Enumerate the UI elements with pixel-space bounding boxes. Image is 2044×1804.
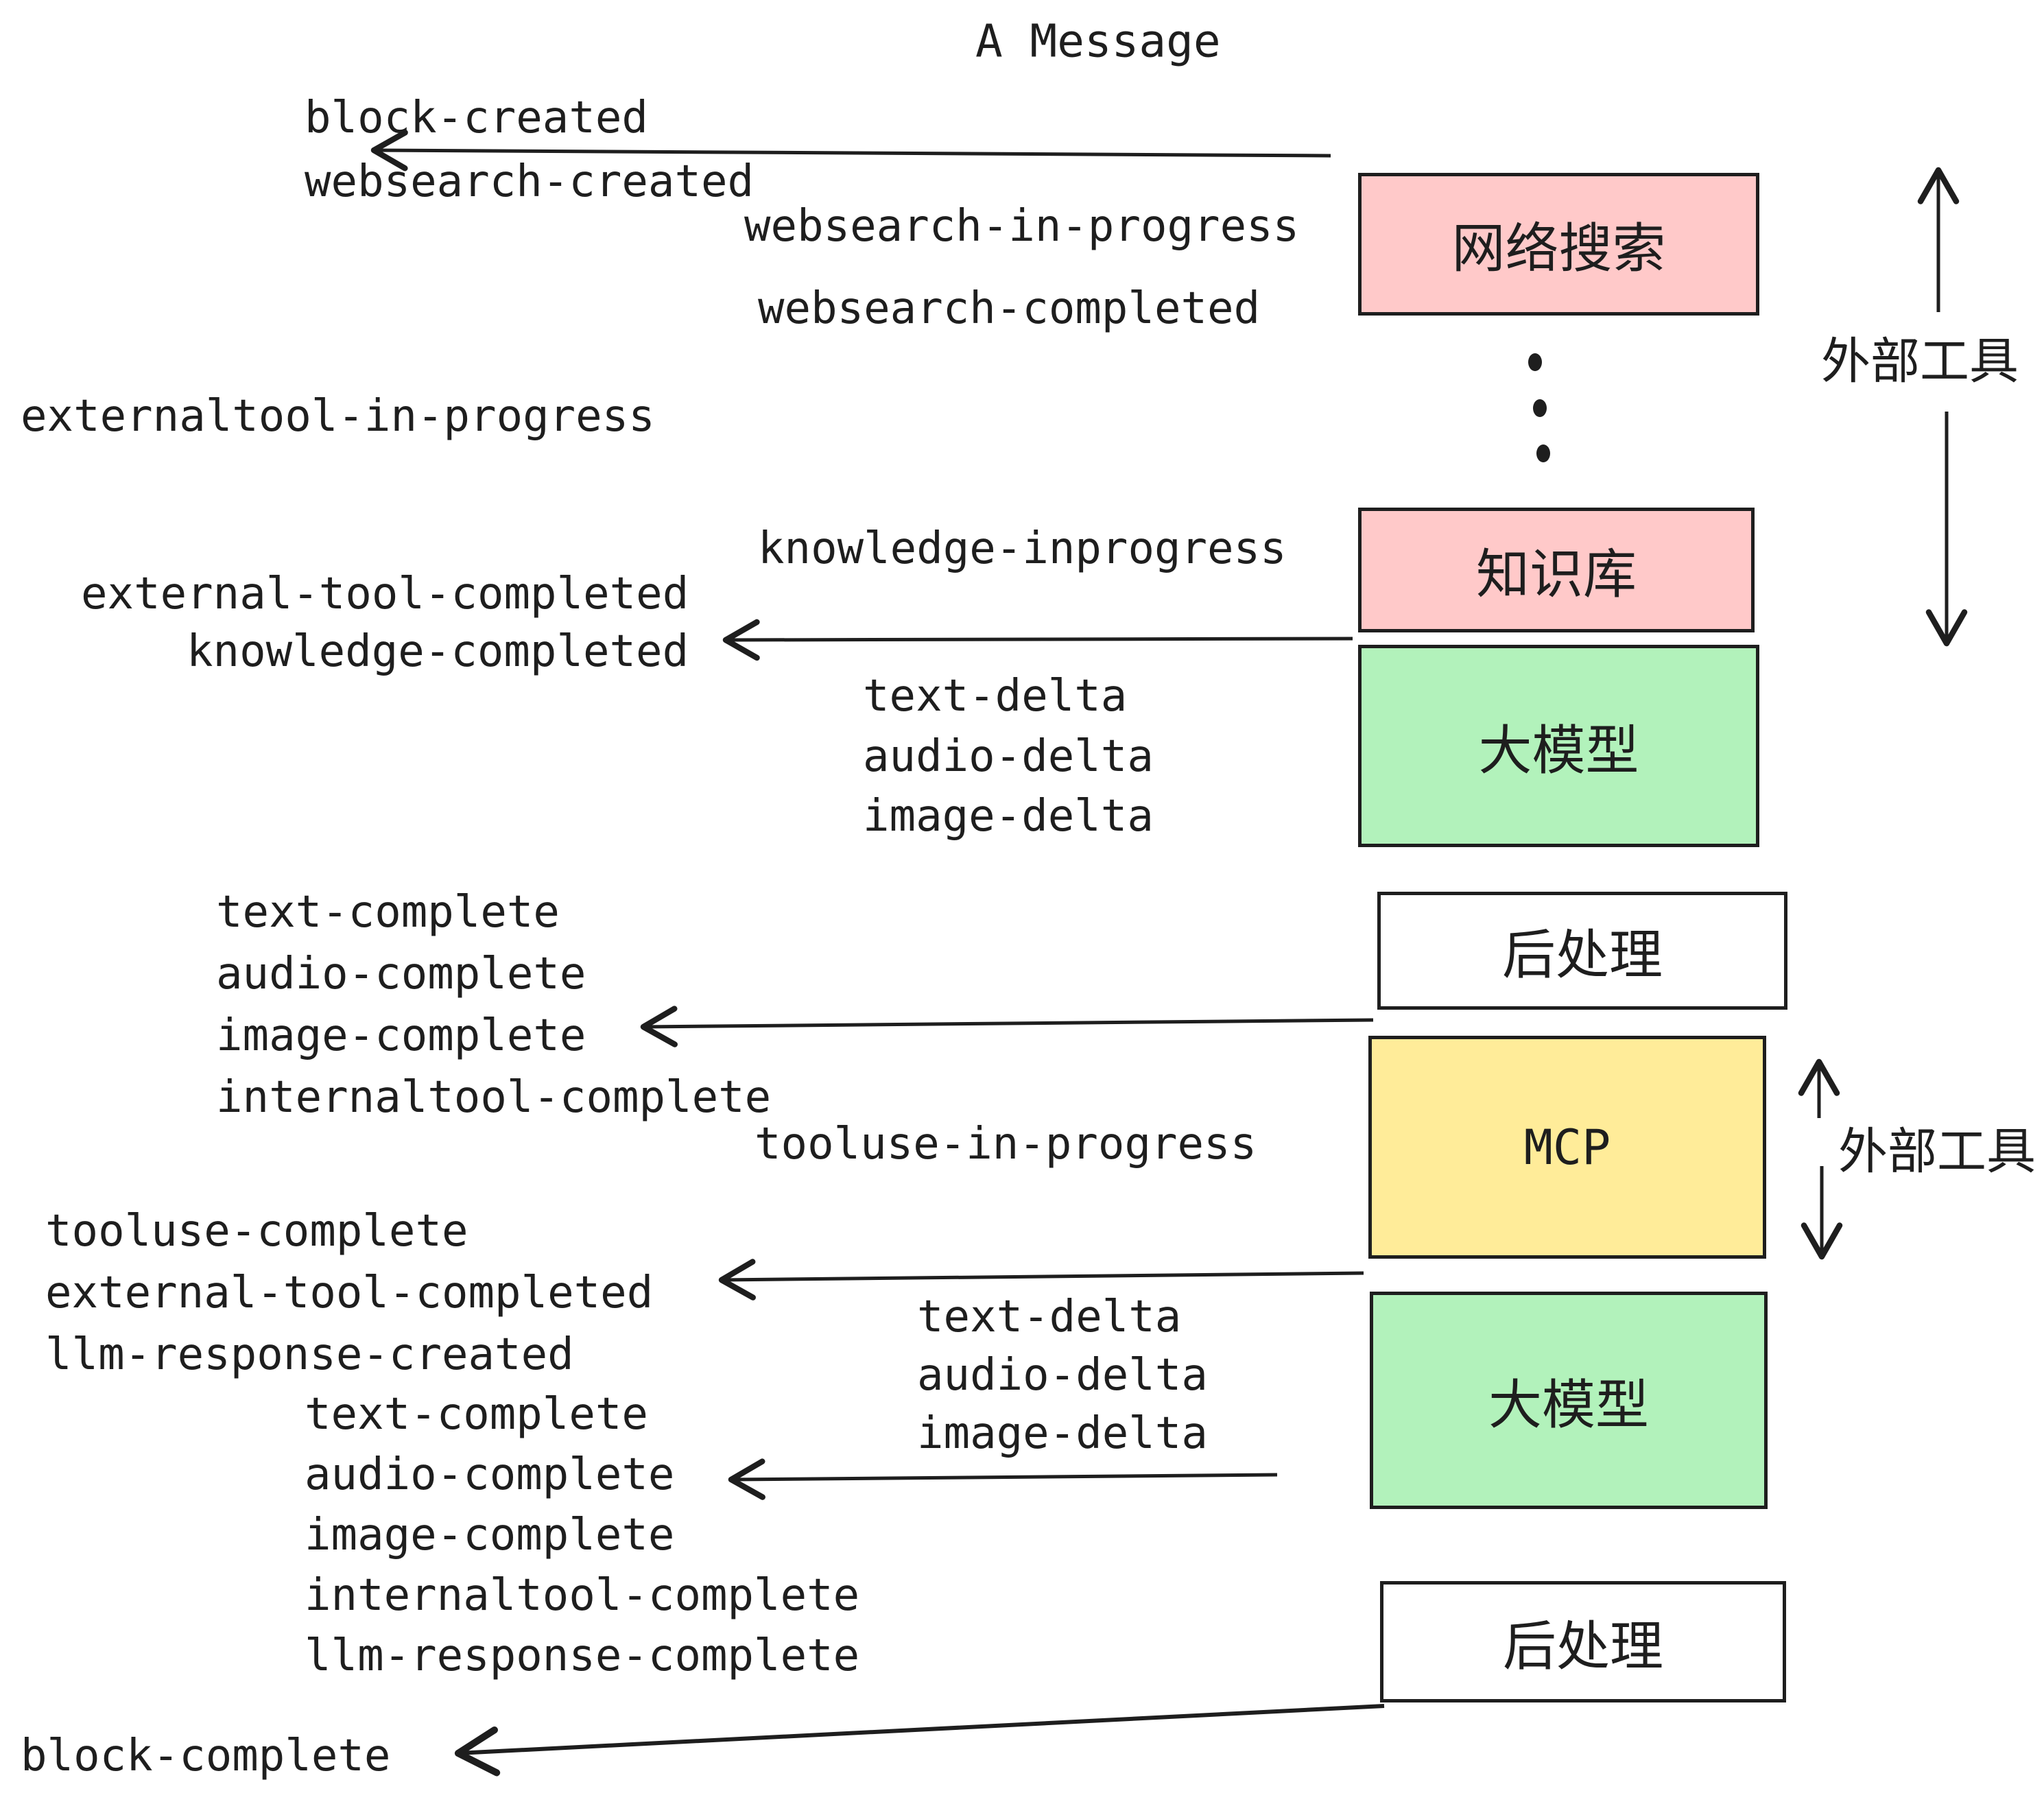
ellipsis-dots [1528,353,1550,462]
event-knowledge-inprogress: knowledge-inprogress [758,523,1287,574]
external-tools-mid-label: 外部工具 [1838,1122,2036,1180]
event-tooluse-complete: tooluse-complete [45,1206,468,1257]
event-externaltool-in-progress: externaltool-in-progress [21,391,655,442]
box-llm-2: 大模型 [1370,1292,1768,1509]
event-internaltool-complete-2: internaltool-complete [305,1570,860,1621]
arrow-audio-complete [728,1458,1278,1500]
external-tools-top-label: 外部工具 [1821,332,2019,390]
event-audio-complete-2: audio-complete [305,1449,675,1500]
event-internaltool-complete-1: internaltool-complete [216,1072,772,1123]
event-text-complete-2: text-complete [305,1389,648,1440]
box-knowledge-label: 知识库 [1475,544,1637,606]
event-text-delta-2: text-delta [917,1292,1182,1342]
box-llm-1-label: 大模型 [1478,720,1639,782]
event-image-delta-1: image-delta [863,791,1154,842]
event-websearch-created: websearch-created [305,156,754,207]
arrow-block-websearch-created [370,130,1331,171]
box-llm-1: 大模型 [1358,645,1759,847]
box-websearch-label: 网络搜索 [1451,218,1666,280]
box-postprocess-1: 后处理 [1377,892,1787,1010]
event-knowledge-completed: knowledge-completed [187,626,689,677]
box-mcp-label: MCP [1523,1119,1611,1176]
box-postprocess-2: 后处理 [1380,1581,1786,1702]
box-websearch: 网络搜索 [1358,173,1759,316]
box-postprocess-2-label: 后处理 [1502,1615,1663,1678]
arrow-image-complete [640,1006,1374,1047]
box-knowledge: 知识库 [1358,508,1755,632]
event-audio-delta-1: audio-delta [863,731,1154,782]
event-image-delta-2: image-delta [917,1408,1208,1459]
event-llm-response-complete: llm-response-complete [305,1630,860,1681]
box-postprocess-1-label: 后处理 [1501,925,1663,986]
event-text-delta-1: text-delta [863,671,1128,722]
event-image-complete-2: image-complete [305,1510,675,1560]
arrow-knowledge-completed [722,619,1353,661]
event-llm-response-created: llm-response-created [45,1329,574,1380]
arrow-block-complete [454,1704,1385,1777]
page-title: A Message [975,14,1221,68]
event-external-tool-completed: external-tool-completed [81,569,689,619]
event-block-created: block-created [305,93,648,143]
event-audio-complete-1: audio-complete [216,949,586,999]
box-llm-2-label: 大模型 [1488,1374,1649,1436]
event-block-complete: block-complete [21,1731,391,1781]
event-image-complete-1: image-complete [216,1010,586,1061]
event-external-tool-completed-2: external-tool-completed [45,1268,654,1318]
event-text-complete-1: text-complete [216,887,560,938]
arrow-tooluse-complete [718,1259,1364,1301]
event-websearch-completed: websearch-completed [758,283,1261,334]
event-audio-delta-2: audio-delta [917,1350,1208,1401]
box-mcp: MCP [1368,1036,1766,1259]
event-tooluse-in-progress: tooluse-in-progress [754,1119,1257,1170]
event-websearch-in-progress: websearch-in-progress [744,201,1300,252]
